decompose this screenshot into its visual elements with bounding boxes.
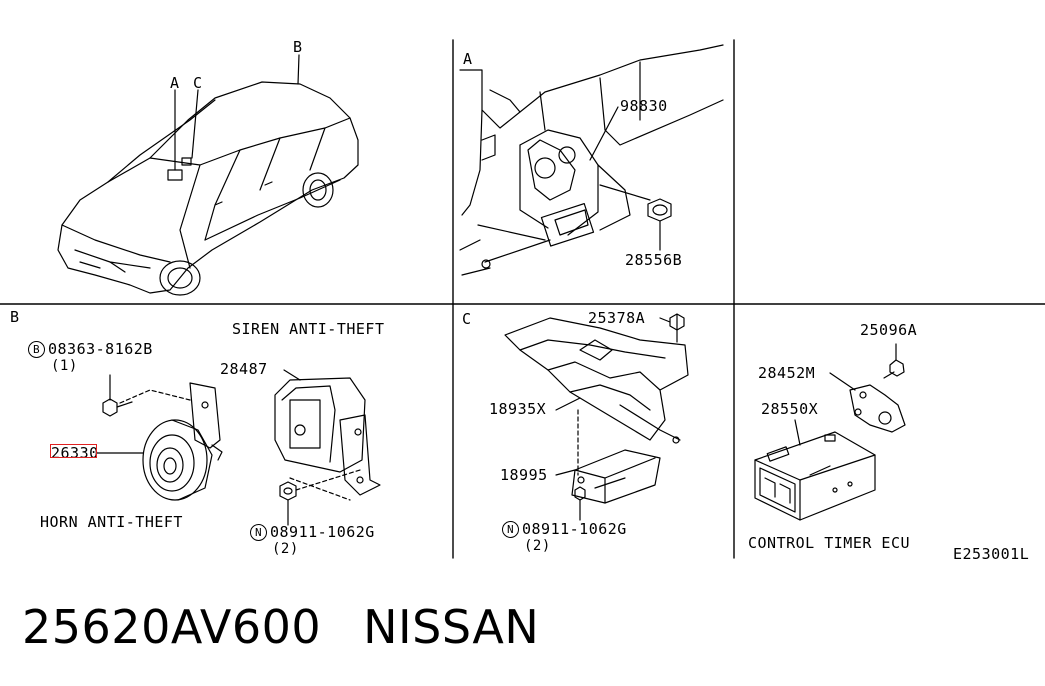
panel-a-letter: A bbox=[463, 50, 473, 68]
part-25378a-label: 25378A bbox=[588, 309, 646, 327]
nut-prefix-badge-b: N bbox=[250, 524, 267, 541]
car-overview-illustration bbox=[57, 54, 359, 296]
callout-b-overview: B bbox=[293, 38, 303, 56]
part-98830-label: 98830 bbox=[620, 97, 668, 115]
panel-b-illustration bbox=[96, 369, 381, 526]
part-28556b-label: 28556B bbox=[625, 251, 683, 269]
callout-a-overview: A bbox=[170, 74, 180, 92]
panel-c-letter: C bbox=[462, 310, 472, 328]
nut-part-number-c: 08911-1062G bbox=[522, 520, 627, 538]
panel-grid bbox=[0, 39, 1045, 559]
nut-quantity-c: (2) bbox=[524, 538, 551, 554]
control-timer-ecu-title: CONTROL TIMER ECU bbox=[748, 534, 911, 552]
siren-anti-theft-title: SIREN ANTI-THEFT bbox=[232, 320, 385, 338]
part-number-caption: 25620AV600 bbox=[22, 600, 322, 654]
part-18995-label: 18995 bbox=[500, 466, 548, 484]
bolt-prefix-badge: B bbox=[28, 341, 45, 358]
nut-part-number-b: 08911-1062G bbox=[270, 523, 375, 541]
horn-anti-theft-title: HORN ANTI-THEFT bbox=[40, 513, 183, 531]
callout-c-overview: C bbox=[193, 74, 203, 92]
highlight-box bbox=[50, 444, 97, 458]
nut-prefix-badge-c: N bbox=[502, 521, 519, 538]
panel-d-illustration bbox=[754, 343, 906, 521]
part-26330-label: 26330 bbox=[51, 444, 99, 462]
nut-quantity-b: (2) bbox=[272, 541, 299, 557]
bolt-part-number: 08363-8162B bbox=[48, 340, 153, 358]
part-28550x-label: 28550X bbox=[761, 400, 819, 418]
brand-caption: NISSAN bbox=[363, 600, 540, 654]
panel-a-illustration bbox=[459, 44, 724, 276]
part-28487-label: 28487 bbox=[220, 360, 268, 378]
part-25096a-label: 25096A bbox=[860, 321, 918, 339]
bolt-quantity: (1) bbox=[51, 358, 78, 374]
panel-c-illustration bbox=[504, 313, 689, 521]
panel-b-letter: B bbox=[10, 308, 20, 326]
part-28452m-label: 28452M bbox=[758, 364, 816, 382]
part-18935x-label: 18935X bbox=[489, 400, 547, 418]
diagram-reference-code: E253001L bbox=[953, 545, 1030, 563]
